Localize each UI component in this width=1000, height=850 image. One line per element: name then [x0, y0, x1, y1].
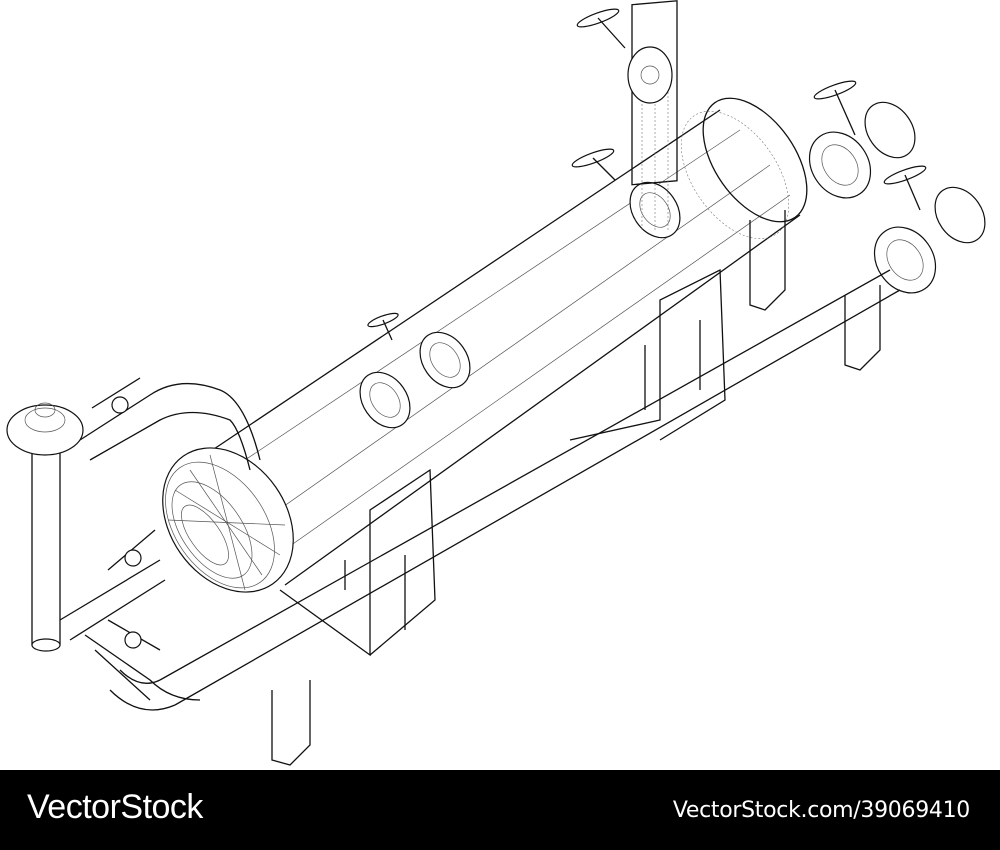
- technical-drawing: [6, 0, 986, 766]
- top-nozzle-flanges: [359, 181, 681, 429]
- pressure-vessel-wireframe: [6, 0, 986, 766]
- left-piping-assembly: [6, 377, 261, 701]
- pipe-supports: [271, 210, 881, 766]
- vessel-body: [162, 97, 808, 593]
- bottom-pipe: [109, 269, 901, 711]
- brand-logo-text: VectorStock: [27, 788, 203, 826]
- handwheel-valves: [367, 8, 927, 341]
- image-url-text: VectorStock.com/39069410: [672, 798, 970, 823]
- saddle-supports: [279, 268, 726, 657]
- level-gauge: [627, 0, 678, 230]
- outlet-flanges: [808, 101, 986, 294]
- watermark-banner: VectorStock VectorStock.com/39069410: [0, 770, 1000, 850]
